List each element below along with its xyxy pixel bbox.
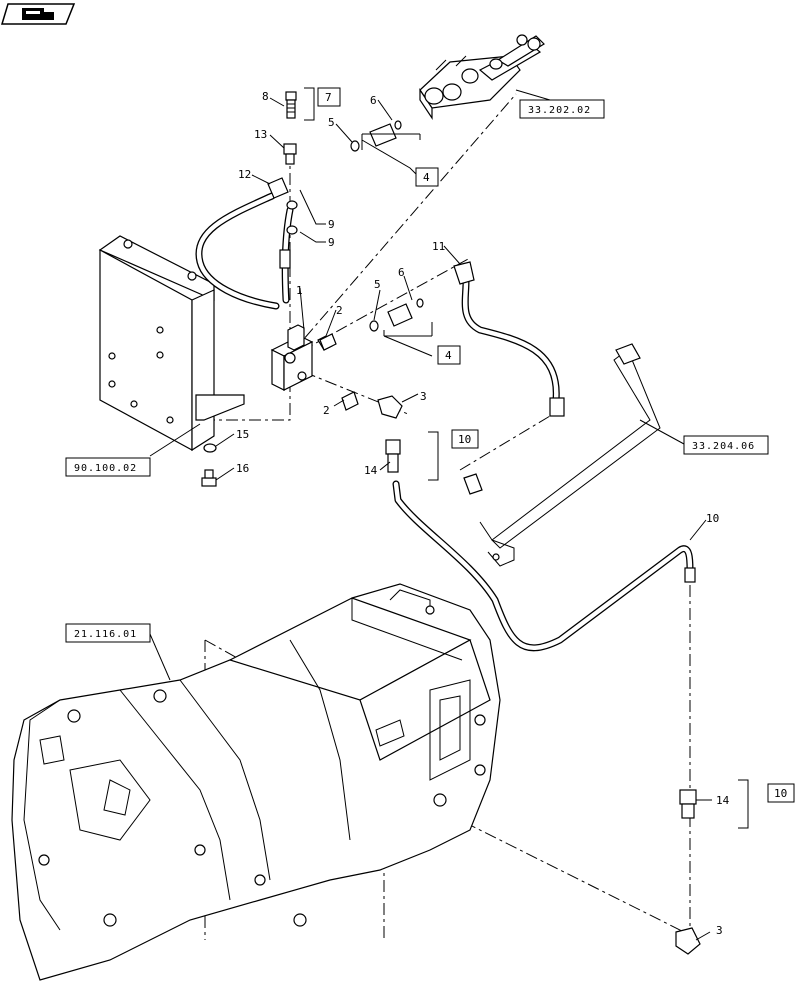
fitting-13: [283, 143, 297, 165]
adapter-6a: [369, 120, 402, 147]
callout-16: 16: [236, 462, 249, 475]
callout-6b: 6: [398, 266, 405, 279]
plug-2b: [341, 391, 359, 411]
ref-33-202-02[interactable]: 33.202.02: [528, 105, 591, 116]
washer-15: [203, 443, 217, 453]
callout-14a: 14: [364, 464, 378, 477]
callout-9b: 9: [328, 236, 335, 249]
centerline-hose: [459, 409, 561, 471]
callout-10b: 10: [774, 787, 787, 800]
callout-3a: 3: [420, 390, 427, 403]
callout-15: 15: [236, 428, 249, 441]
leader-lines: [149, 89, 749, 941]
oring-5a: [350, 140, 360, 152]
callout-10a: 10: [458, 433, 471, 446]
boxed-callouts: 7 4 4 10 10: [304, 87, 795, 803]
reference-boxes: 33.202.02 33.204.06 90.100.02 21.116.01: [65, 99, 769, 643]
adapter-6b: [387, 298, 424, 327]
callout-7: 7: [325, 91, 332, 104]
fitting-14a: [385, 439, 401, 473]
callout-4b: 4: [445, 349, 452, 362]
callout-9a: 9: [328, 218, 335, 231]
callout-12: 12: [238, 168, 251, 181]
callout-13: 13: [254, 128, 267, 141]
hand-pointer-icon[interactable]: [0, 3, 76, 25]
washer-9a: [286, 200, 298, 210]
electronic-module: [98, 235, 245, 452]
ref-90-100-02[interactable]: 90.100.02: [74, 463, 137, 474]
callout-3b: 3: [716, 924, 723, 937]
elbow-3a: [377, 395, 403, 419]
callout-4a: 4: [423, 171, 430, 184]
hose-10: [392, 480, 696, 652]
centerline-vertical: [210, 150, 291, 421]
manifold-block: [270, 324, 333, 391]
callout-2b: 2: [323, 404, 330, 417]
callout-6a: 6: [370, 94, 377, 107]
fitting-14b: [679, 789, 697, 819]
callout-2a: 2: [336, 304, 343, 317]
centerline-upper: [289, 93, 517, 356]
callout-5a: 5: [328, 116, 335, 129]
centerline-housing-2: [204, 639, 385, 940]
callout-5b: 5: [374, 278, 381, 291]
control-valve: [419, 34, 545, 120]
callout-labels: 1 2 2 3 3 5 5 6 6 8 9 9 10 11 12 13 14 1…: [236, 90, 730, 937]
hose-9: [279, 206, 294, 304]
ref-21-116-01[interactable]: 21.116.01: [74, 629, 137, 640]
hose-11: [453, 261, 565, 417]
callout-8: 8: [262, 90, 269, 103]
callout-14b: 14: [716, 794, 730, 807]
transmission-housing: [11, 583, 501, 981]
callout-11: 11: [432, 240, 445, 253]
tube-33-204: [463, 343, 661, 567]
plug-2a: [319, 333, 337, 351]
callout-10c: 10: [706, 512, 719, 525]
elbow-3b: [675, 927, 701, 955]
washer-9b: [286, 225, 298, 235]
oring-5b: [369, 320, 379, 332]
ref-33-204-06[interactable]: 33.204.06: [692, 441, 755, 452]
fitting-8: [285, 91, 297, 119]
hose-12: [195, 177, 289, 310]
callout-1: 1: [296, 284, 303, 297]
bolt-16: [201, 469, 217, 487]
